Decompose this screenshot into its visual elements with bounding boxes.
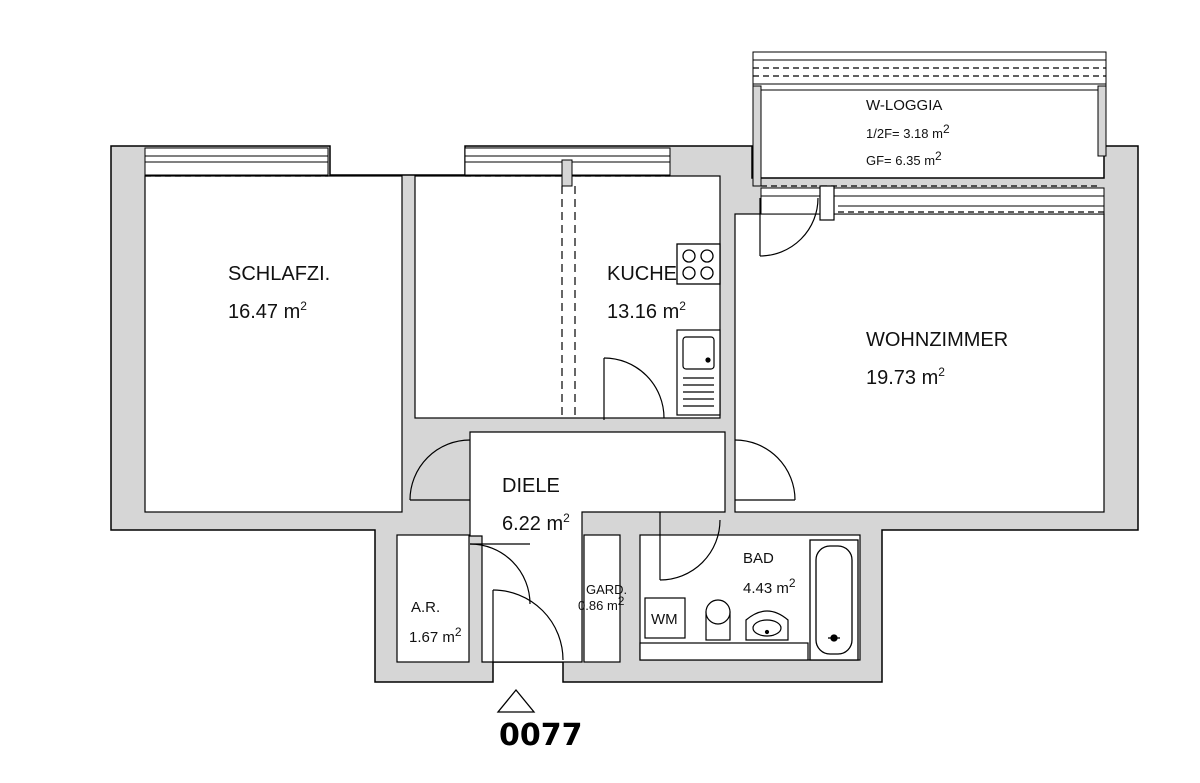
ar-area: 1.67 m2 xyxy=(409,625,462,646)
room-floor-diele xyxy=(469,431,726,663)
washbasin-icon xyxy=(745,610,789,641)
window-schlafzi xyxy=(144,147,329,177)
door-entrance xyxy=(492,589,564,662)
gard-label: GARD. xyxy=(586,582,627,597)
loggia xyxy=(752,51,1107,221)
room-floor-gard xyxy=(583,534,621,663)
entrance-triangle-icon xyxy=(496,688,536,713)
loggia-label: W-LOGGIA xyxy=(866,97,942,114)
sink-icon xyxy=(676,329,721,416)
bad-counter xyxy=(639,642,809,661)
bathtub-icon xyxy=(809,539,859,661)
room-floor-wohnzimmer xyxy=(734,213,1105,513)
door-loggia xyxy=(759,197,819,257)
door-schlafzi xyxy=(409,439,471,501)
kuche-dashed-partition xyxy=(561,159,576,415)
door-kuche xyxy=(603,357,665,420)
door-ar xyxy=(469,543,531,605)
toilet-icon xyxy=(705,599,731,641)
ar-label: A.R. xyxy=(411,599,440,616)
loggia-gf-area: GF= 6.35 m2 xyxy=(866,149,942,168)
room-floor-kuche xyxy=(414,175,721,419)
schlafzi-label: SCHLAFZI. xyxy=(228,263,330,285)
kuche-area: 13.16 m2 xyxy=(607,299,686,323)
schlafzi-area: 16.47 m2 xyxy=(228,299,307,323)
door-bad xyxy=(659,512,721,581)
loggia-half-area: 1/2F= 3.18 m2 xyxy=(866,122,950,141)
washer-label: WM xyxy=(651,611,678,628)
washer-icon xyxy=(644,597,686,639)
entrance-number: 0077 xyxy=(499,718,583,753)
wohnzimmer-area: 19.73 m2 xyxy=(866,365,945,389)
wohnzimmer-label: WOHNZIMMER xyxy=(866,329,1008,351)
gard-area: 0.86 m2 xyxy=(578,594,625,613)
room-floor-ar xyxy=(396,534,470,663)
kuche-label: KUCHE xyxy=(607,263,677,285)
bad-area: 4.43 m2 xyxy=(743,576,796,597)
diele-label: DIELE xyxy=(502,475,560,497)
stove-icon xyxy=(676,243,721,285)
bad-label: BAD xyxy=(743,550,774,567)
room-floor-schlafzi xyxy=(144,175,403,513)
diele-area: 6.22 m2 xyxy=(502,511,570,535)
door-wohnzimmer xyxy=(734,439,796,501)
